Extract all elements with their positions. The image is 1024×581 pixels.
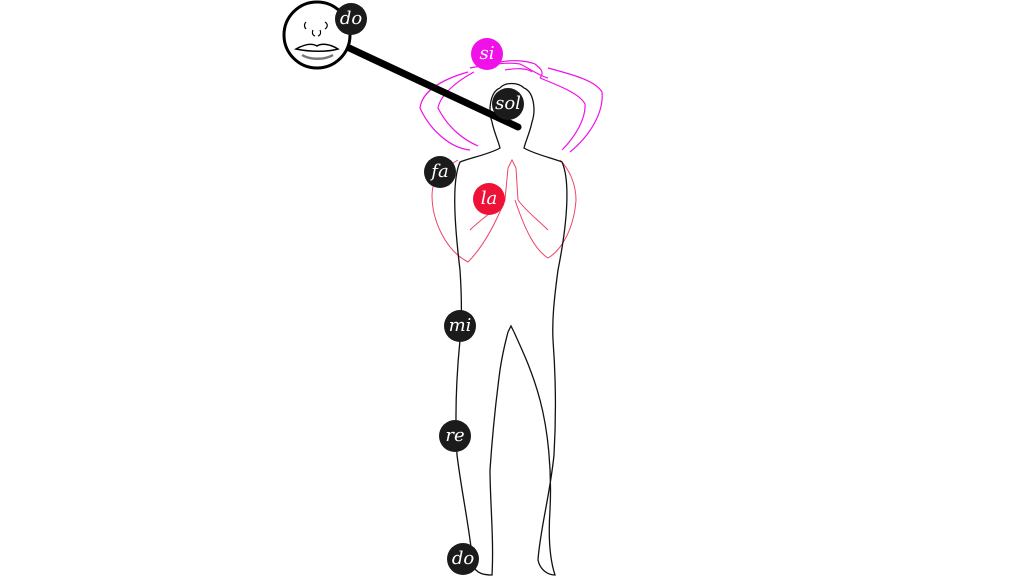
note-do-feet: do: [447, 543, 479, 575]
note-re: re: [439, 420, 471, 452]
note-label: la: [480, 188, 498, 209]
note-fa: fa: [424, 156, 456, 188]
note-label: mi: [448, 315, 472, 336]
note-mi: mi: [444, 310, 476, 342]
note-label: si: [479, 43, 495, 64]
note-label: do: [451, 548, 475, 569]
magnifier-pointer-line: [341, 42, 522, 131]
note-label: sol: [495, 93, 521, 114]
note-sol: sol: [492, 88, 524, 120]
note-do-mouth: do: [335, 3, 367, 35]
magnified-mouth-inset: [282, 0, 352, 70]
note-label: fa: [431, 161, 449, 182]
note-label: do: [339, 8, 363, 29]
note-si: si: [471, 38, 503, 70]
note-label: re: [445, 425, 465, 446]
note-la: la: [473, 183, 505, 215]
